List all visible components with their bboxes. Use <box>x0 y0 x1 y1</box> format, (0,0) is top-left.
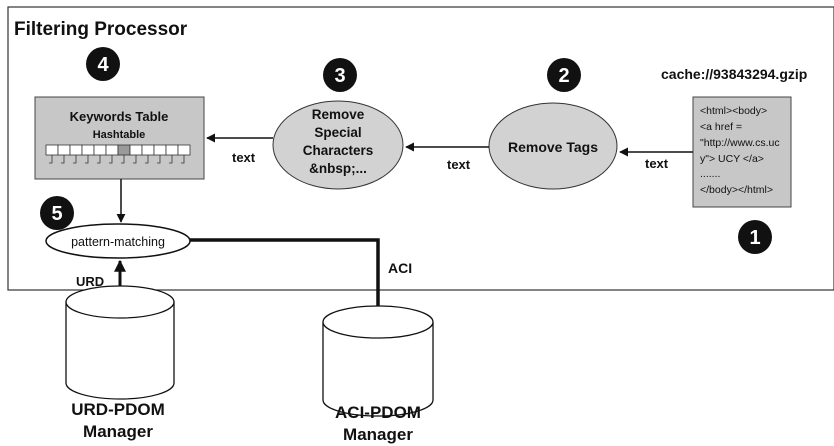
aci-database-icon <box>322 305 434 417</box>
hashtable-cell <box>45 144 59 156</box>
hashtable-chain-link <box>157 155 161 164</box>
edge-label-text: text <box>447 157 471 172</box>
keywords-table-title: Keywords Table <box>70 109 169 124</box>
processor-title: Filtering Processor <box>14 19 188 40</box>
html-source-box <box>692 96 792 208</box>
hashtable-chain-link <box>97 155 101 164</box>
hashtable-chain-link <box>169 155 173 164</box>
step-badge-1: 1 <box>738 220 772 254</box>
svg-text:5: 5 <box>51 203 62 225</box>
edge-label-aci: ACI <box>388 260 412 276</box>
hashtable-label: Hashtable <box>93 129 146 141</box>
html-source-line: <html><body> <box>700 105 767 117</box>
hashtable-cell <box>177 144 191 156</box>
html-source-line: ....... <box>700 168 720 180</box>
hashtable-chain-link <box>61 155 65 164</box>
html-source-line: <a href = <box>700 121 742 133</box>
hashtable-cell <box>69 144 83 156</box>
remove-special-node <box>272 100 404 190</box>
remove-special-label: Special <box>314 125 361 140</box>
hashtable-cells <box>45 144 191 164</box>
html-source-line: </body></html> <box>700 184 773 196</box>
svg-text:2: 2 <box>558 65 569 87</box>
arrow-pattern-to-aci <box>190 238 385 322</box>
remove-special-label: Remove <box>312 107 365 122</box>
hashtable-chain-link <box>73 155 77 164</box>
hashtable-chain-link <box>133 155 137 164</box>
cache-label: cache://93843294.gzip <box>661 66 807 82</box>
hashtable-chain-link <box>145 155 149 164</box>
keywords-table-box <box>34 96 205 180</box>
edge-label-urd: URD <box>76 274 104 289</box>
step-badge-5: 5 <box>40 196 74 230</box>
step-badge-4: 4 <box>86 47 120 81</box>
svg-text:3: 3 <box>334 65 345 87</box>
urd-db-label: URD-PDOM <box>71 400 165 419</box>
step-badge-3: 3 <box>323 58 357 92</box>
hashtable-chain-link <box>49 155 53 164</box>
pattern-matching-label: pattern-matching <box>71 235 165 249</box>
aci-db-label: ACI-PDOM <box>335 403 421 422</box>
hashtable-cell <box>57 144 71 156</box>
step-badge-2: 2 <box>547 58 581 92</box>
hashtable-chain-link <box>109 155 113 164</box>
edge-label-text: text <box>232 150 256 165</box>
hashtable-cell <box>81 144 95 156</box>
svg-text:1: 1 <box>749 227 760 249</box>
hashtable-chain-link <box>85 155 89 164</box>
hashtable-cell <box>153 144 167 156</box>
urd-db-label: Manager <box>83 422 153 441</box>
hashtable-cell <box>165 144 179 156</box>
urd-database-icon <box>65 285 175 400</box>
remove-tags-label: Remove Tags <box>508 139 598 155</box>
aci-db-label: Manager <box>343 425 413 444</box>
hashtable-cell <box>129 144 143 156</box>
hashtable-cell <box>117 144 131 156</box>
hashtable-chain-link <box>121 155 125 164</box>
html-source-line: y"> UCY </a> <box>700 153 764 165</box>
remove-special-label: Characters <box>303 143 374 158</box>
html-source-line: "http://www.cs.uc <box>700 137 780 149</box>
svg-text:4: 4 <box>97 54 109 76</box>
hashtable-cell <box>141 144 155 156</box>
remove-tags-node <box>488 102 618 190</box>
hashtable-cell <box>93 144 107 156</box>
remove-special-label: &nbsp;... <box>309 161 367 176</box>
edge-label-text: text <box>645 156 669 171</box>
hashtable-cell <box>105 144 119 156</box>
hashtable-chain-link <box>181 155 185 164</box>
